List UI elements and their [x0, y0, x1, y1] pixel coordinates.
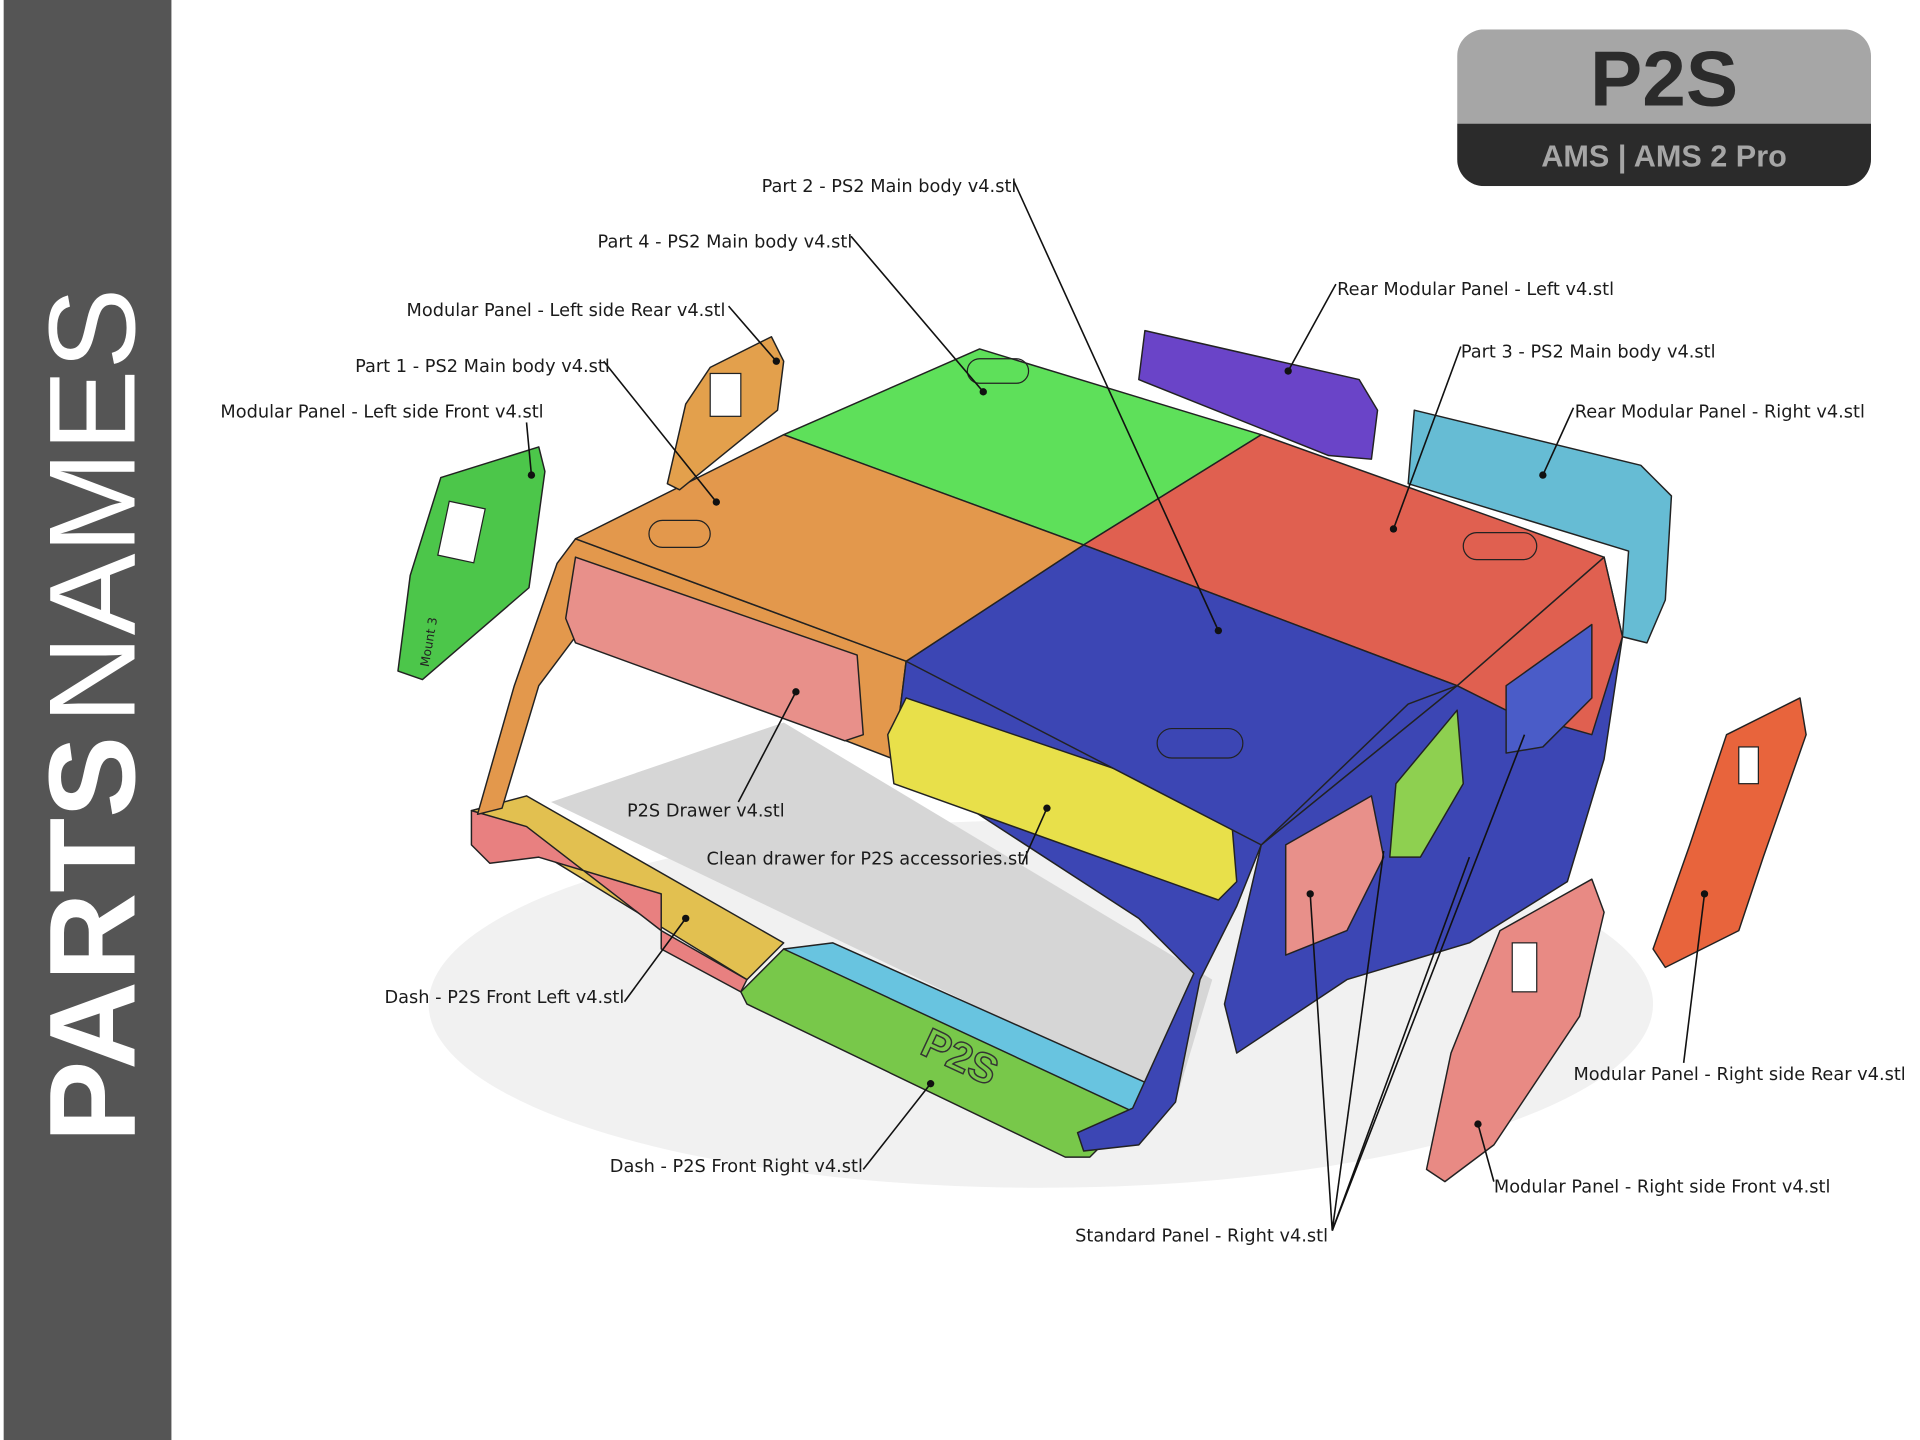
rear-modular-panel-left [1138, 329, 1379, 460]
label-dash-front-right: Dash - P2S Front Right v4.stl [610, 1157, 863, 1177]
label-clean-drawer: Clean drawer for P2S accessories.stl [707, 849, 1030, 869]
label-drawer: P2S Drawer v4.stl [627, 802, 785, 822]
label-mp-left-rear: Modular Panel - Left side Rear v4.stl [407, 301, 726, 321]
top-slot [966, 358, 1030, 384]
label-mp-right-rear: Modular Panel - Right side Rear v4.stl [1573, 1065, 1905, 1085]
label-standard-panel-right: Standard Panel - Right v4.stl [1075, 1227, 1328, 1247]
modular-panel-right-front [1425, 878, 1605, 1183]
label-dash-front-left: Dash - P2S Front Left v4.stl [384, 988, 624, 1008]
label-part3: Part 3 - PS2 Main body v4.stl [1461, 343, 1716, 363]
label-rear-mp-right: Rear Modular Panel - Right v4.stl [1575, 403, 1865, 423]
panel-window [709, 372, 742, 417]
label-mp-left-front: Modular Panel - Left side Front v4.stl [220, 403, 543, 423]
badge-model: P2S [1590, 34, 1738, 122]
label-part1: Part 1 - PS2 Main body v4.stl [355, 357, 610, 377]
modular-panel-right-rear [1652, 697, 1807, 969]
dash-front-left [470, 809, 748, 993]
standard-panel-right-2 [1389, 709, 1464, 858]
part4-top-orange [574, 433, 1085, 662]
sidebar-title-light: NAMES [24, 288, 161, 724]
panel-window [1511, 942, 1538, 993]
modular-panel-left-front [397, 446, 546, 681]
badge-subtitle: AMS | AMS 2 Pro [1541, 140, 1787, 174]
panel-window [437, 500, 486, 564]
label-rear-mp-left: Rear Modular Panel - Left v4.stl [1337, 280, 1614, 300]
sidebar-title-bold: PARTS [24, 736, 161, 1142]
label-part4: Part 4 - PS2 Main body v4.stl [598, 232, 853, 252]
drawer-pink [564, 556, 864, 742]
label-mp-right-front: Modular Panel - Right side Front v4.stl [1494, 1178, 1831, 1198]
sidebar-title: PARTSNAMES [24, 288, 161, 1143]
base-frame: P2S [470, 795, 1177, 1158]
sidebar-panel [3, 0, 172, 1440]
model-badge: P2S AMS | AMS 2 Pro [1457, 29, 1872, 187]
label-part2: Part 2 - PS2 Main body v4.stl [762, 177, 1017, 197]
rear-modular-panel-right [1407, 409, 1673, 644]
top-slot [648, 519, 711, 548]
leader-lines [525, 180, 1709, 1231]
top-slot [1156, 727, 1244, 759]
standard-panel-right-3 [1505, 623, 1593, 754]
panel-window [1738, 746, 1759, 785]
floor-area [551, 722, 1213, 1103]
standard-panel-right-1 [1284, 795, 1385, 956]
top-slot [1462, 532, 1538, 561]
